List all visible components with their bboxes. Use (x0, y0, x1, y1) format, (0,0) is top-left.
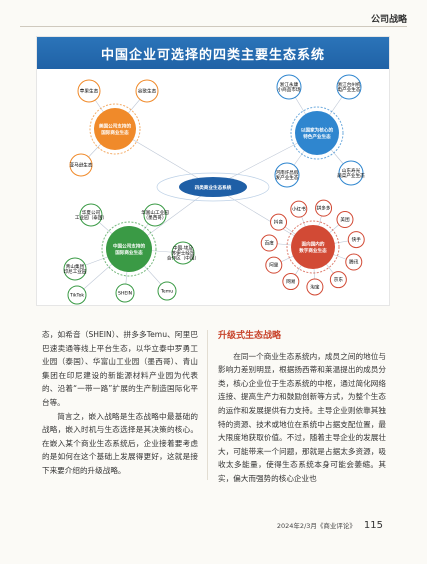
br-node-7 (306, 278, 324, 296)
article-left-column: 态，如希音（SHEIN）、拼多多Temu、阿里巴巴速卖通等线上平台生态，以华立泰… (42, 328, 198, 478)
bl-node-4-label: TikTok (69, 292, 84, 298)
br-node-4 (347, 231, 365, 249)
tr-node-1-label: 浙江台州机电产业生态 (338, 81, 361, 93)
section-label: 公司战略 (370, 15, 407, 25)
right-paragraph-1: 在同一个商业生态系统内，成员之间的地位与影响力差别明显，根据扬西蒂和莱温提出的成… (218, 351, 386, 483)
hub-domestic-digital (291, 225, 335, 269)
tl-node-1 (77, 79, 101, 103)
br-node-5 (345, 253, 363, 271)
br-node-7-label: 淘宝 (310, 283, 320, 290)
hub-regional-industry-ring (290, 106, 344, 160)
left-paragraph-1: 态，如希音（SHEIN）、拼多多Temu、阿里巴巴速卖通等线上平台生态，以华立泰… (42, 330, 198, 407)
hub-china-international-label: 中国公司支持的国际商业生态 (113, 243, 146, 256)
tr-node-1 (336, 74, 362, 100)
issue-label: 2024年2/3月《商业评论》 (276, 522, 356, 530)
bl-node-0 (79, 203, 103, 227)
br-node-2 (315, 199, 333, 217)
hub-domestic-digital-label: 面向国内的数字商业生态 (299, 241, 327, 254)
section-heading: 升级式生态战略 (218, 331, 282, 341)
br-node-8 (282, 273, 300, 291)
tr-node-2 (338, 160, 364, 186)
article-right-column: 升级式生态战略 在同一个商业生态系统内，成员之间的地位与影响力差别明显，根据扬西… (218, 328, 386, 486)
br-node-10-label: 百度 (265, 239, 275, 246)
bl-node-4 (67, 285, 87, 305)
bl-node-5-label: SHEIN (118, 290, 132, 296)
center-hub (179, 177, 247, 197)
tl-node-1-label: 苹果生态 (80, 87, 99, 94)
tr-node-0 (276, 74, 302, 100)
br-node-1-label: 小红书 (292, 206, 306, 213)
left-paragraph-2: 简言之，嵌入战略是生态战略中最基础的战略，嵌入时机与生态选择是其决策的核心。在嵌… (42, 411, 198, 475)
figure-title: 中国企业可选择的四类主要生态系统 (100, 47, 325, 63)
tr-node-3-label: 河南许昌假发产业生态 (276, 169, 299, 181)
center-halo (156, 172, 270, 202)
br-node-2-label: 拼多多 (317, 205, 331, 212)
br-node-6 (329, 271, 347, 289)
br-node-3 (336, 211, 354, 229)
br-node-0 (270, 213, 288, 231)
br-node-10 (260, 234, 278, 252)
br-node-5-label: 腾讯 (349, 258, 359, 265)
center-hub-label: 四类商业生态系统 (195, 184, 232, 191)
br-node-8-label: 网易 (286, 279, 296, 285)
page-footer: 2024年2/3月《商业评论》 115 (277, 520, 383, 531)
tl-node-2 (69, 153, 93, 177)
tr-node-0-label: 浙江永康小商品市场 (278, 81, 301, 93)
ecosystem-figure: 中国企业可选择的四类主要生态系统 四类商业生态系统 谷歌生态 苹果生态亚马逊生态 浙江… (36, 36, 390, 306)
top-rule (20, 26, 407, 27)
hub-us-international-label: 美国公司支持的国际商业生态 (99, 123, 132, 136)
bl-node-6-label: Temu (160, 288, 173, 294)
bl-node-1 (143, 203, 167, 227)
hub-us-international (94, 108, 136, 150)
tl-node-0-label: 谷歌生态 (138, 87, 157, 94)
hub-china-international (106, 226, 152, 272)
br-node-6-label: 京东 (334, 276, 344, 283)
bl-node-3-label: 中国-埃及苏伊士经贸合作区（中国） (167, 244, 199, 261)
tr-node-2-label: 山东寿光蔬菜产业生态 (337, 167, 365, 179)
bl-node-2 (63, 257, 87, 281)
br-node-3-label: 美团 (340, 216, 350, 223)
column-divider (207, 330, 208, 480)
page-number: 115 (363, 520, 383, 531)
bl-node-5 (115, 283, 135, 303)
hub-domestic-digital-ring (286, 220, 340, 274)
hub-regional-industry-label: 以国家为核心的特色产业生态 (301, 127, 334, 140)
bl-node-1-label: 华富山工业园（墨西哥） (141, 209, 169, 221)
tl-node-2-label: 亚马逊生态 (70, 161, 93, 168)
bl-node-2-label: 青山集团印尼工业园 (64, 263, 87, 275)
br-node-4-label: 快手 (352, 236, 362, 243)
tl-node-0 (135, 79, 159, 103)
tr-node-3 (274, 162, 300, 188)
hub-china-international-ring (101, 221, 157, 277)
br-node-9 (265, 256, 283, 274)
bl-node-6 (157, 281, 177, 301)
br-node-9-label: 阿里 (269, 262, 279, 269)
bl-node-0-label: 华夏公司工业园（泰国） (75, 209, 107, 221)
hub-us-international-ring (89, 103, 141, 155)
bl-node-3 (171, 241, 195, 265)
br-node-1 (290, 200, 308, 218)
hub-regional-industry (295, 111, 339, 155)
br-node-0-label: 抖音 (274, 219, 284, 226)
figure-banner: 中国企业可选择的四类主要生态系统 (37, 37, 389, 69)
